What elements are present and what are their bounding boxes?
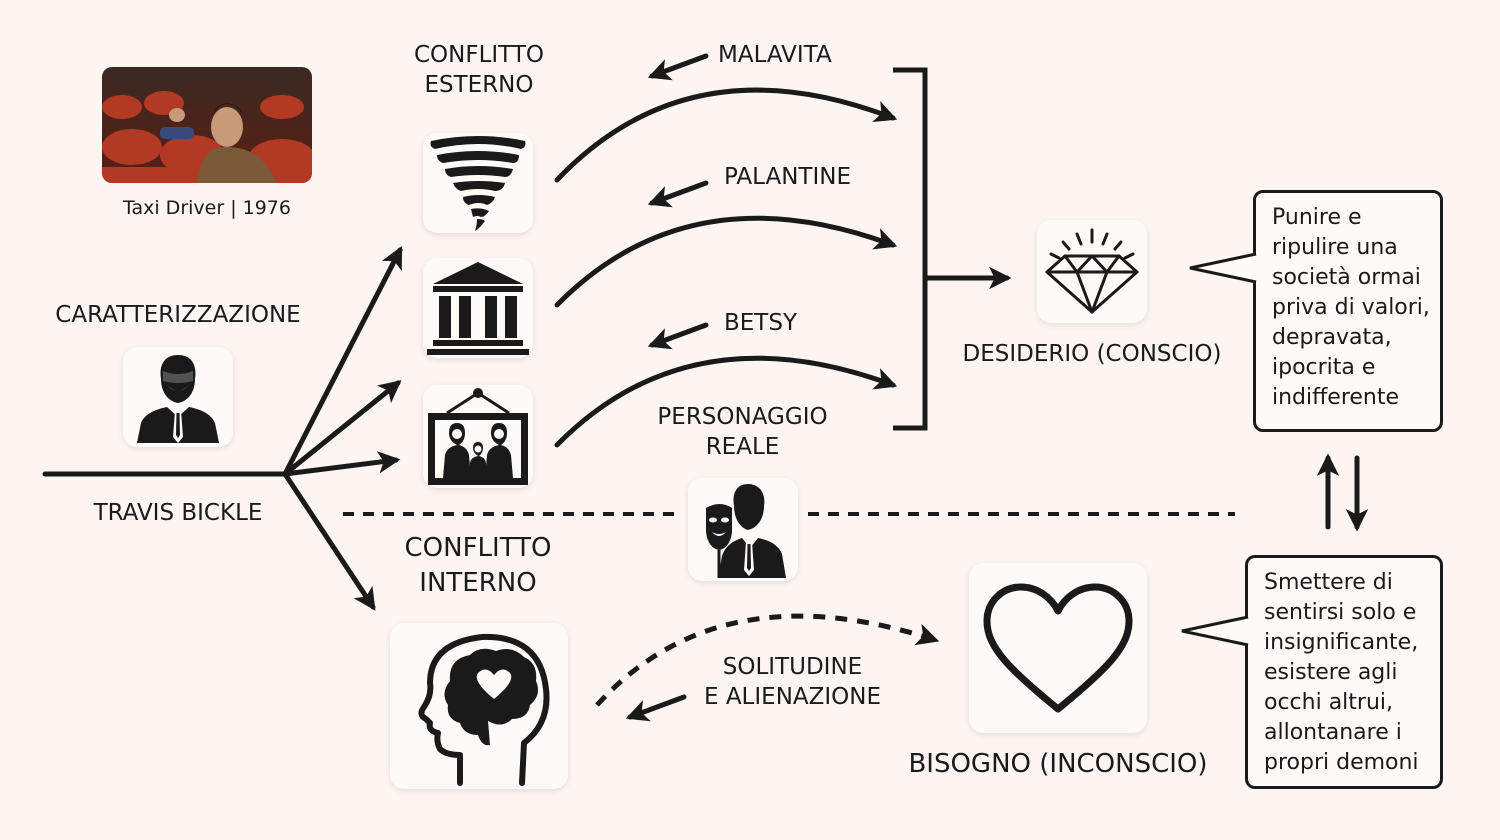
desiderio-bubble: Punire e ripulire una società ormai priv… (1253, 190, 1443, 432)
heart-icon (983, 583, 1133, 713)
protagonist-label: TRAVIS BICKLE (93, 500, 263, 526)
conflitto-interno-label-2: INTERNO (419, 568, 537, 598)
personaggio-label-2: REALE (705, 434, 780, 460)
family-portrait-icon (428, 388, 528, 485)
palantine-label: PALANTINE (724, 164, 851, 190)
mask-person-icon (706, 484, 786, 578)
curve-betsy (554, 355, 898, 448)
branch-to-government (282, 380, 402, 477)
tornado-icon (430, 136, 526, 231)
curve-palantine (554, 215, 898, 308)
film-caption: Taxi Driver | 1976 (123, 197, 291, 219)
curve-malavita (554, 87, 898, 183)
film-still (102, 67, 312, 183)
bisogno-label: BISOGNO (INCONSCIO) (908, 749, 1208, 779)
diamond-icon (1045, 228, 1139, 314)
tornado-tile (423, 133, 533, 233)
back-arrow-betsy (647, 322, 709, 350)
back-arrow-malavita (647, 53, 709, 81)
conflitto-interno-label-1: CONFLITTO (404, 533, 552, 563)
conflitto-esterno-label-1: CONFLITTO (414, 42, 544, 68)
branch-to-interno (282, 471, 376, 611)
cinema-scene-icon (102, 67, 312, 183)
personaggio-label-1: PERSONAGGIO (657, 404, 828, 430)
betsy-label: BETSY (724, 310, 798, 336)
malavita-label: MALAVITA (718, 42, 832, 68)
person-icon (137, 355, 219, 443)
family-tile (423, 385, 533, 488)
head-brain-heart-icon (418, 633, 550, 786)
brain-tile (390, 623, 568, 789)
back-arrow-solitudine (625, 694, 687, 722)
back-arrow-palantine (647, 180, 709, 208)
curve-to-bisogno (595, 613, 940, 707)
solitudine-label-1: SOLITUDINE (722, 654, 863, 680)
conflitto-esterno-label-2: ESTERNO (424, 72, 534, 98)
caratterizzazione-label: CARATTERIZZAZIONE (55, 302, 301, 328)
desire-bracket (893, 67, 928, 431)
masked-person-tile (688, 478, 798, 581)
desiderio-label: DESIDERIO (CONSCIO) (962, 341, 1222, 367)
solitudine-label-2: E ALIENAZIONE (703, 684, 882, 710)
heart-tile (969, 563, 1147, 733)
government-building-icon (427, 262, 529, 355)
government-tile (423, 258, 533, 358)
diamond-tile (1037, 220, 1147, 323)
branch-to-family (282, 451, 401, 477)
bisogno-bubble-tail (1181, 615, 1249, 647)
bisogno-bubble: Smettere di sentirsi solo e insignifican… (1245, 555, 1443, 789)
desiderio-bubble-tail (1189, 252, 1257, 284)
person-tile (123, 347, 233, 447)
branch-to-esterno (282, 245, 403, 477)
